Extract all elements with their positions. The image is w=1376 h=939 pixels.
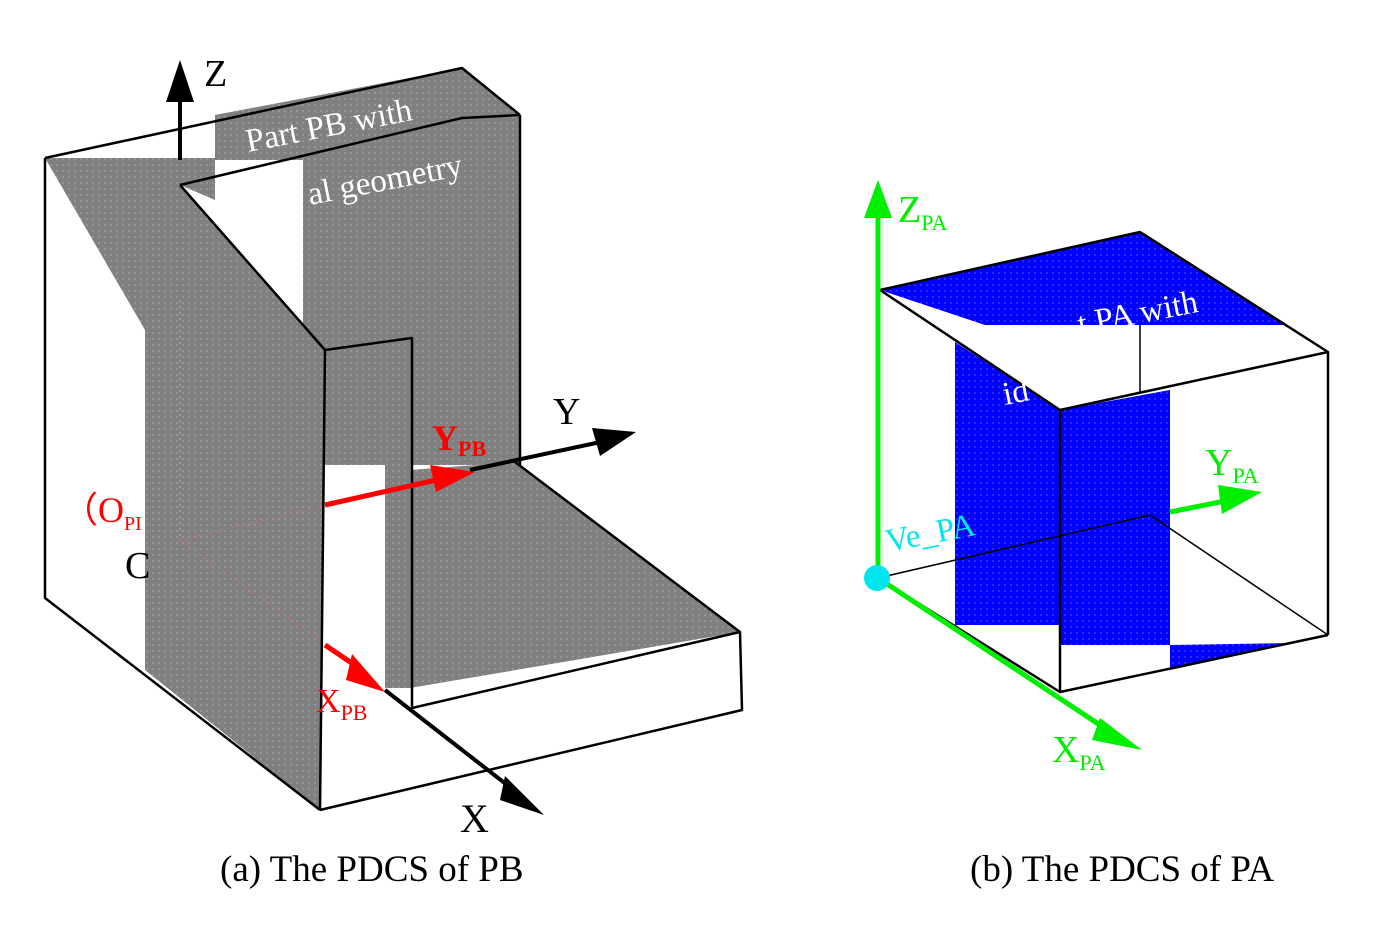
x-pa-label-sub: PA (1079, 750, 1105, 775)
x-axis-arrowhead (500, 776, 544, 815)
x-pa-axis-arrowhead (1092, 718, 1142, 750)
pb-outline-left (43, 158, 321, 811)
y-pb-axis-line (324, 475, 446, 508)
x-pa-axis-line (876, 575, 1117, 738)
origin-black-label: C (125, 545, 150, 587)
x-axis-line (383, 688, 522, 797)
y-pa-axis-arrowhead (1218, 485, 1262, 514)
ve-pa-vertex (864, 565, 890, 591)
origin-pb-label-main: （O (62, 490, 124, 530)
x-pa-label: XPA (1052, 729, 1106, 775)
y-axis-line (469, 438, 611, 472)
pb-outline-wall-top (179, 184, 414, 708)
pb-outline-floor-back (514, 461, 741, 633)
pb-wall-front-face (145, 185, 325, 810)
pb-outline-top (44, 66, 521, 160)
y-pb-label-sub: PB (458, 436, 486, 461)
pa-hidden-edge-3 (877, 514, 1151, 579)
figure-a: Part PB with al geometry Z Y X YPB XPB （… (43, 53, 744, 841)
y-pb-label: YPB (432, 418, 486, 461)
y-pb-axis-arrowhead (430, 465, 475, 492)
origin-pb-label: （OPI (62, 490, 142, 535)
figure-b: t PA with id Ve_PA ZPA YPA XPA (864, 180, 1330, 775)
z-axis-label: Z (204, 53, 227, 95)
caption-figure-a: (a) The PDCS of PB (220, 849, 524, 890)
origin-pb-label-sub: PI (124, 513, 142, 535)
part-pa-label-line2: id (1000, 373, 1033, 413)
y-pa-label-main: Y (1205, 442, 1232, 484)
pa-section-blue-right (1060, 390, 1170, 645)
y-axis-label: Y (553, 391, 580, 433)
x-pb-label-main: X (316, 683, 341, 720)
z-pa-label: ZPA (898, 189, 947, 235)
y-pa-axis-line (1169, 497, 1231, 515)
pb-wall-side-sliver (385, 338, 412, 688)
x-pb-axis-arrowhead (346, 654, 385, 692)
z-pa-axis-arrowhead (864, 180, 892, 218)
y-pb-label-main: Y (432, 418, 458, 458)
pb-outline-floor (319, 630, 744, 812)
y-axis-arrowhead (592, 428, 636, 456)
caption-figure-b: (b) The PDCS of PA (970, 849, 1275, 890)
x-pb-label-sub: PB (341, 700, 368, 725)
pb-hidden-line (179, 504, 326, 541)
pa-top-blue-face (880, 232, 1285, 325)
x-axis-label: X (460, 796, 489, 841)
pb-outline-wall-front (318, 349, 327, 811)
pb-outline-inner-top (179, 113, 521, 187)
y-pa-label: YPA (1205, 442, 1259, 488)
pa-hidden-edge-2 (1149, 514, 1329, 636)
x-pa-label-main: X (1052, 729, 1079, 771)
z-pa-label-sub: PA (921, 210, 947, 235)
z-axis-arrowhead (166, 60, 194, 102)
y-pa-label-sub: PA (1232, 463, 1258, 488)
pb-floor-top-face (410, 462, 740, 688)
z-pa-label-main: Z (898, 189, 921, 231)
x-pb-label: XPB (316, 683, 367, 725)
pb-back-top-strip (215, 68, 520, 465)
